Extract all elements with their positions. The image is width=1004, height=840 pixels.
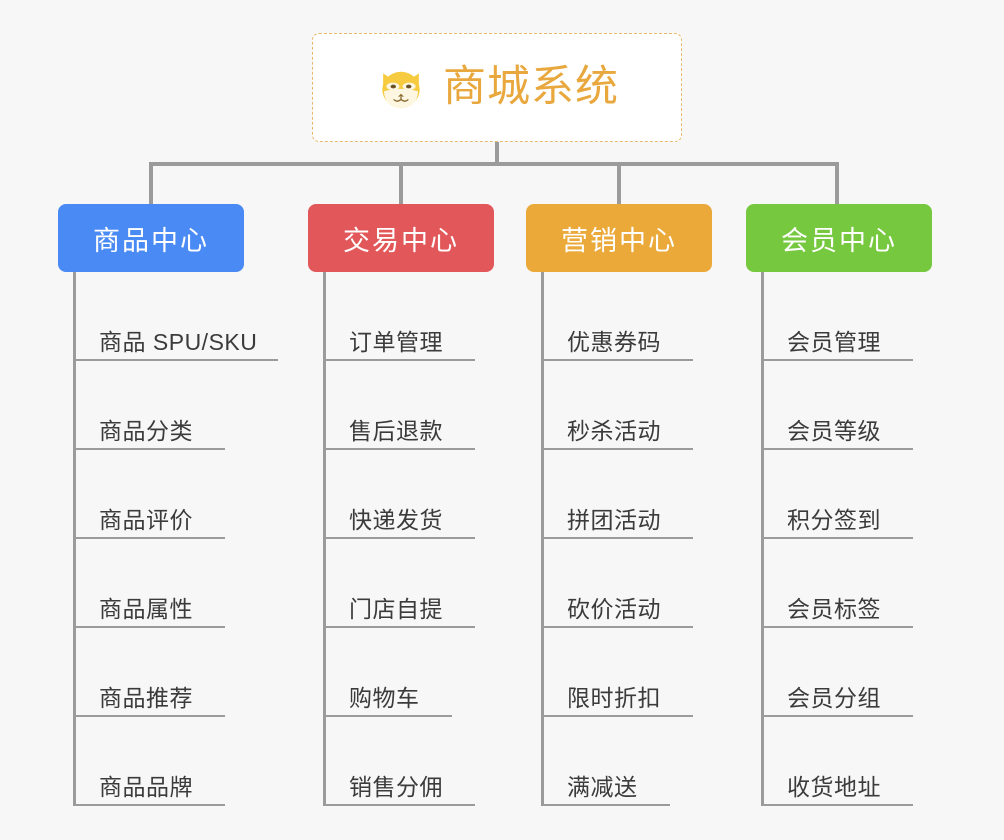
- branch-column-member-center: 会员中心 会员管理 会员等级 积分签到 会员标签 会员分组: [746, 204, 932, 806]
- leaf-underline: [761, 804, 913, 806]
- leaf-label: 拼团活动: [567, 507, 661, 534]
- shiba-dog-icon: [382, 71, 420, 108]
- leaf-item[interactable]: 门店自提: [323, 539, 494, 628]
- leaf-underline: [323, 537, 475, 539]
- leaf-item[interactable]: 限时折扣: [541, 628, 712, 717]
- leaf-label: 售后退款: [349, 418, 443, 445]
- connector-drop-2: [399, 162, 403, 206]
- leaf-item[interactable]: 商品评价: [73, 450, 278, 539]
- branch-header-trade-center[interactable]: 交易中心: [308, 204, 494, 272]
- leaf-label: 秒杀活动: [567, 418, 661, 445]
- leaf-label: 购物车: [349, 685, 420, 712]
- leaf-list-member-center: 会员管理 会员等级 积分签到 会员标签 会员分组 收货地址: [746, 272, 932, 806]
- branch-header-label: 会员中心: [781, 225, 897, 256]
- leaf-underline: [323, 448, 475, 450]
- leaf-label: 商品分类: [99, 418, 193, 445]
- leaf-underline: [541, 537, 693, 539]
- leaf-underline: [323, 359, 475, 361]
- leaf-underline: [541, 448, 693, 450]
- leaf-item[interactable]: 商品推荐: [73, 628, 278, 717]
- root-node[interactable]: 商城系统: [312, 33, 682, 142]
- leaf-underline: [323, 715, 452, 717]
- leaf-underline: [73, 448, 225, 450]
- leaf-underline: [73, 359, 278, 361]
- root-title: 商城系统: [443, 63, 619, 111]
- leaf-item[interactable]: 会员分组: [761, 628, 932, 717]
- connector-drop-4: [835, 162, 839, 206]
- leaf-label: 会员等级: [787, 418, 881, 445]
- leaf-item[interactable]: 积分签到: [761, 450, 932, 539]
- leaf-label: 商品评价: [99, 507, 193, 534]
- leaf-item[interactable]: 商品品牌: [73, 717, 278, 806]
- leaf-label: 商品 SPU/SKU: [99, 329, 258, 356]
- leaf-underline: [73, 537, 225, 539]
- branch-header-label: 交易中心: [343, 225, 459, 256]
- leaf-underline: [73, 804, 225, 806]
- branch-column-product-center: 商品中心 商品 SPU/SKU 商品分类 商品评价 商品属性 商品推荐: [58, 204, 278, 806]
- branch-header-label: 商品中心: [93, 225, 209, 256]
- connector-root-stem: [495, 142, 499, 166]
- leaf-label: 收货地址: [787, 774, 881, 801]
- leaf-label: 商品推荐: [99, 685, 193, 712]
- leaf-label: 快递发货: [349, 507, 443, 534]
- leaf-underline: [761, 359, 913, 361]
- leaf-list-trade-center: 订单管理 售后退款 快递发货 门店自提 购物车 销售分佣: [308, 272, 494, 806]
- leaf-label: 会员标签: [787, 596, 881, 623]
- leaf-label: 商品属性: [99, 596, 193, 623]
- leaf-item[interactable]: 收货地址: [761, 717, 932, 806]
- leaf-item[interactable]: 拼团活动: [541, 450, 712, 539]
- leaf-item[interactable]: 商品属性: [73, 539, 278, 628]
- leaf-item[interactable]: 商品 SPU/SKU: [73, 272, 278, 361]
- leaf-underline: [761, 626, 913, 628]
- connector-drop-1: [149, 162, 153, 206]
- leaf-list-marketing-center: 优惠券码 秒杀活动 拼团活动 砍价活动 限时折扣 满减送: [526, 272, 712, 806]
- leaf-item[interactable]: 销售分佣: [323, 717, 494, 806]
- leaf-label: 门店自提: [349, 596, 443, 623]
- leaf-underline: [323, 804, 475, 806]
- leaf-underline: [541, 804, 670, 806]
- leaf-item[interactable]: 满减送: [541, 717, 712, 806]
- leaf-item[interactable]: 会员管理: [761, 272, 932, 361]
- leaf-label: 满减送: [567, 774, 638, 801]
- leaf-item[interactable]: 快递发货: [323, 450, 494, 539]
- leaf-item[interactable]: 砍价活动: [541, 539, 712, 628]
- branch-header-marketing-center[interactable]: 营销中心: [526, 204, 712, 272]
- leaf-list-product-center: 商品 SPU/SKU 商品分类 商品评价 商品属性 商品推荐 商品品牌: [58, 272, 278, 806]
- leaf-label: 会员管理: [787, 329, 881, 356]
- leaf-item[interactable]: 订单管理: [323, 272, 494, 361]
- leaf-underline: [541, 715, 693, 717]
- leaf-item[interactable]: 优惠券码: [541, 272, 712, 361]
- leaf-label: 商品品牌: [99, 774, 193, 801]
- branch-column-marketing-center: 营销中心 优惠券码 秒杀活动 拼团活动 砍价活动 限时折扣: [526, 204, 712, 806]
- leaf-underline: [761, 448, 913, 450]
- branch-header-product-center[interactable]: 商品中心: [58, 204, 244, 272]
- leaf-item[interactable]: 会员等级: [761, 361, 932, 450]
- connector-horizontal-bar: [149, 162, 839, 166]
- leaf-underline: [541, 626, 693, 628]
- leaf-underline: [761, 537, 913, 539]
- branch-column-trade-center: 交易中心 订单管理 售后退款 快递发货 门店自提 购物车: [308, 204, 494, 806]
- leaf-label: 砍价活动: [567, 596, 661, 623]
- leaf-label: 优惠券码: [567, 329, 661, 356]
- connector-drop-3: [617, 162, 621, 206]
- branch-header-member-center[interactable]: 会员中心: [746, 204, 932, 272]
- leaf-underline: [761, 715, 913, 717]
- leaf-label: 会员分组: [787, 685, 881, 712]
- leaf-item[interactable]: 购物车: [323, 628, 494, 717]
- leaf-item[interactable]: 会员标签: [761, 539, 932, 628]
- leaf-label: 限时折扣: [567, 685, 661, 712]
- leaf-underline: [541, 359, 693, 361]
- leaf-underline: [73, 715, 225, 717]
- leaf-underline: [73, 626, 225, 628]
- leaf-underline: [323, 626, 475, 628]
- leaf-label: 订单管理: [349, 329, 443, 356]
- leaf-label: 积分签到: [787, 507, 881, 534]
- leaf-item[interactable]: 售后退款: [323, 361, 494, 450]
- leaf-item[interactable]: 秒杀活动: [541, 361, 712, 450]
- leaf-item[interactable]: 商品分类: [73, 361, 278, 450]
- branch-header-label: 营销中心: [561, 225, 677, 256]
- leaf-label: 销售分佣: [349, 774, 443, 801]
